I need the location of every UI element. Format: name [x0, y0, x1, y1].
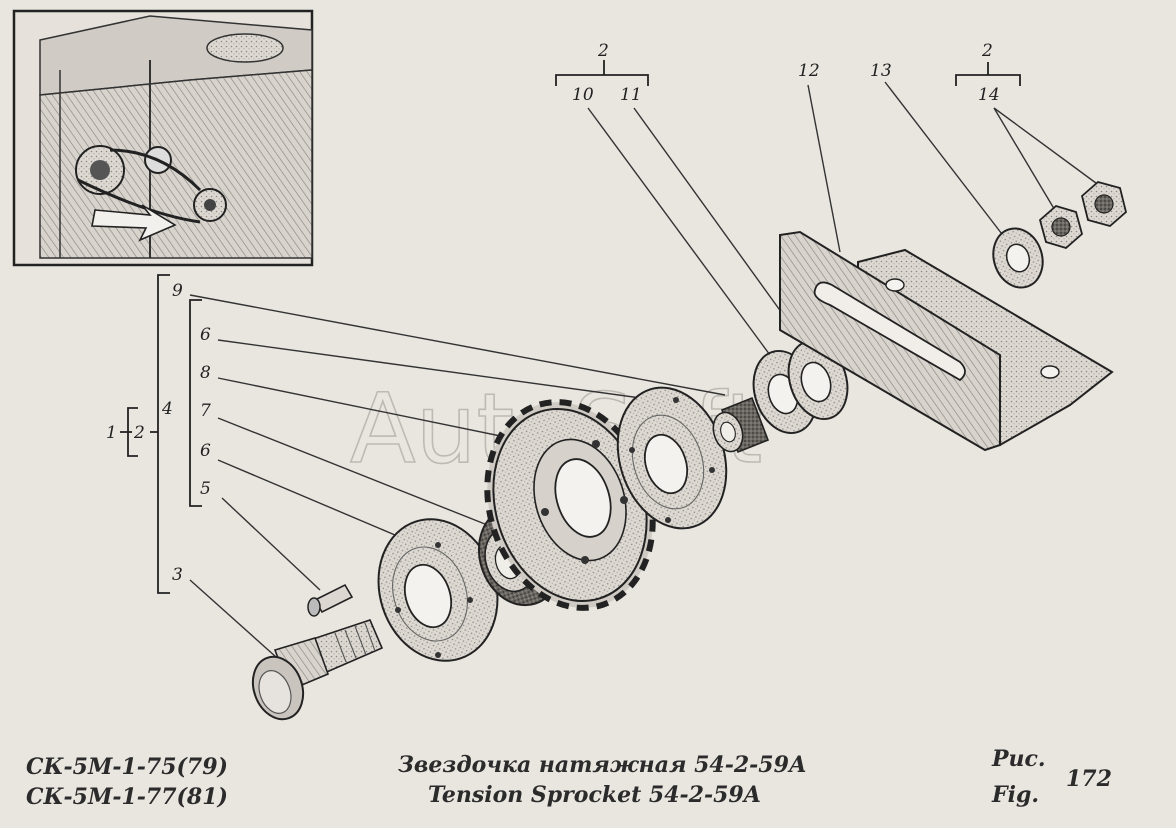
callout-10: 10	[572, 85, 594, 105]
part-12-slotted-bracket	[779, 230, 1114, 452]
model-code-line-2: СК-5М-1-77(81)	[26, 784, 228, 810]
title-english: Tension Sprocket 54-2-59A	[428, 782, 761, 808]
callout-9: 9	[172, 281, 183, 301]
callout-2-top: 2	[597, 41, 609, 61]
model-code-line-1: СК-5М-1-75(79)	[26, 754, 228, 780]
figure-number: 172	[1066, 766, 1112, 792]
callout-3: 3	[172, 565, 183, 585]
part-14-nut-2	[1080, 181, 1128, 227]
callout-5: 5	[200, 479, 211, 499]
callout-4: 4	[161, 399, 173, 419]
inset-location-view	[12, 9, 314, 267]
callout-11: 11	[620, 85, 642, 105]
part-6-front-flange	[377, 518, 499, 662]
callout-13: 13	[870, 61, 892, 81]
figure-label-en: Fig.	[992, 782, 1040, 808]
title-russian: Звездочка натяжная 54-2-59А	[398, 752, 807, 778]
leader-lines	[189, 81, 1101, 666]
callout-labels: 9 6 8 7 6 5 3 4 2 1 2 10 11 12 13 2 14	[106, 41, 1000, 585]
part-6-rear-flange	[616, 386, 728, 530]
part-8-sprocket	[484, 399, 656, 611]
part-5-pin	[307, 583, 354, 617]
callout-14: 14	[978, 85, 1000, 105]
callout-6-rear: 6	[200, 325, 211, 345]
callout-1: 1	[106, 423, 117, 443]
part-14-nut-1	[1038, 204, 1084, 250]
callout-6-front: 6	[200, 441, 211, 461]
part-3-bolt	[251, 619, 384, 721]
figure-label-ru: Рис.	[992, 746, 1046, 772]
part-13-washer	[992, 227, 1044, 289]
callout-2-left: 2	[133, 423, 145, 443]
callout-12: 12	[798, 61, 820, 81]
part-9-bushing	[712, 396, 770, 454]
callout-7: 7	[200, 401, 211, 421]
callout-2-right: 2	[981, 41, 993, 61]
callout-8: 8	[200, 363, 211, 383]
assembly-brackets	[120, 60, 1021, 594]
